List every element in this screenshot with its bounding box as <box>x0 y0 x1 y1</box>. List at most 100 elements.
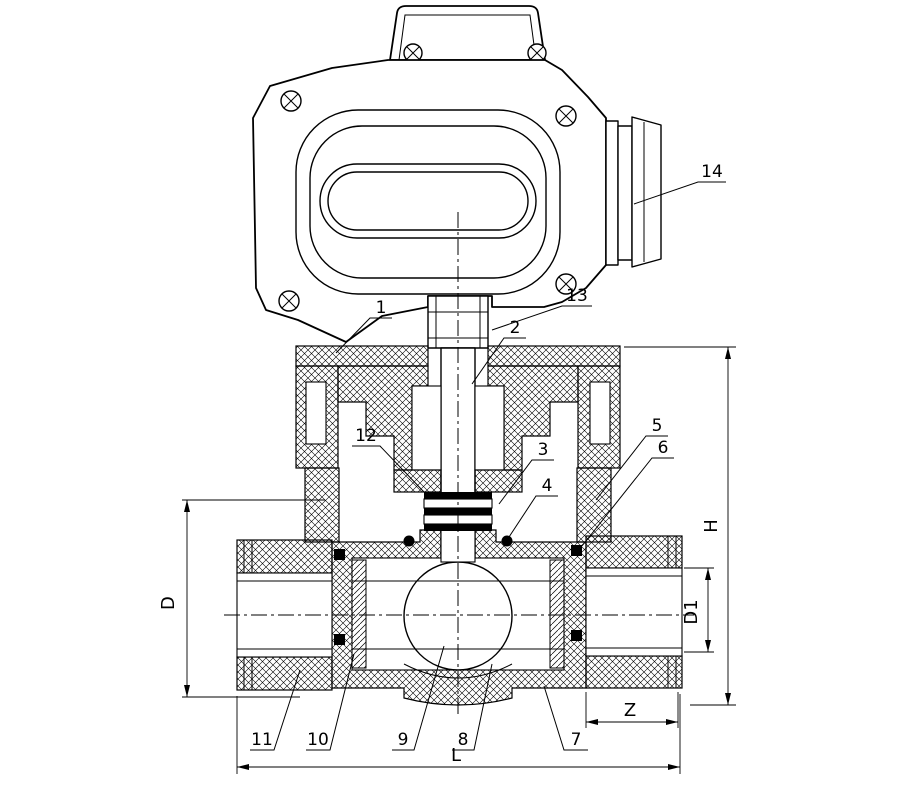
union-nut-right <box>571 535 683 689</box>
callout-1: 1 <box>335 298 392 354</box>
neck-oring-right <box>501 535 513 547</box>
callout-14: 14 <box>633 162 726 205</box>
callout-3: 3 <box>498 440 554 505</box>
leader-line <box>250 669 301 751</box>
bonnet-left-pocket <box>411 385 442 471</box>
arrowhead <box>725 693 731 705</box>
cap-screw-right-icon <box>527 43 547 63</box>
connector-end-cap <box>631 116 662 268</box>
bonnet-left-column <box>304 467 340 543</box>
leader-line <box>581 457 674 547</box>
leader-line <box>306 653 355 751</box>
callout-2: 2 <box>471 318 526 385</box>
actuator-housing <box>252 5 662 343</box>
bonnet-right <box>474 345 621 543</box>
window-ring-middle <box>309 125 547 279</box>
arrowhead <box>725 347 731 359</box>
arrowhead <box>237 764 249 770</box>
bonnet-right-pocket <box>474 385 505 471</box>
left-oring-bottom <box>334 634 345 645</box>
bonnet-left-top-plate <box>295 345 429 367</box>
leader-line <box>471 337 526 385</box>
callout-5: 5 <box>595 416 668 501</box>
right-oring-bottom <box>571 630 582 641</box>
leader-line <box>498 459 554 505</box>
arrowhead <box>705 640 711 652</box>
callout-4: 4 <box>508 476 558 538</box>
window-pill-inner <box>327 171 529 231</box>
dimension-D1: D1 <box>681 567 714 653</box>
dim-label-Z: Z <box>624 700 636 721</box>
dim-label-D: D <box>158 596 179 610</box>
dimension-H: H <box>624 346 736 706</box>
callout-6: 6 <box>581 438 674 547</box>
right-oring-top <box>571 545 582 556</box>
callout-10: 10 <box>306 653 355 751</box>
bonnet-right-flange <box>474 469 523 493</box>
right-nut-bottom-band <box>585 655 683 689</box>
actuator-window <box>295 109 561 295</box>
arrowhead <box>668 764 680 770</box>
left-nut-bottom-band <box>236 656 333 691</box>
callout-label: 9 <box>398 730 409 750</box>
leader-line <box>335 317 392 354</box>
connector-barrel <box>617 125 633 261</box>
leader-line <box>633 181 726 205</box>
callout-12: 12 <box>352 426 425 493</box>
leader-line <box>543 685 588 751</box>
leader-line <box>352 445 425 493</box>
bonnet-left-flange <box>393 469 442 493</box>
valve-body <box>331 527 587 706</box>
callout-label: 14 <box>701 162 723 182</box>
bonnet-left-ear-slot <box>305 381 327 445</box>
dim-label-L: L <box>451 745 461 766</box>
callout-label: 10 <box>307 730 329 750</box>
callout-7: 7 <box>543 685 588 751</box>
callout-label: 4 <box>542 476 553 496</box>
dim-label-D1: D1 <box>681 599 702 624</box>
right-port-bore <box>585 567 683 657</box>
arrowhead <box>184 685 190 697</box>
callout-label: 13 <box>566 286 588 306</box>
cap-outline <box>389 5 546 61</box>
neck-oring-left <box>403 535 415 547</box>
corner-screw-top-right-icon <box>555 105 577 127</box>
callout-label: 6 <box>658 438 669 458</box>
window-pill-outer <box>319 163 537 239</box>
stem-seal <box>424 524 492 531</box>
callout-label: 5 <box>652 416 663 436</box>
corner-screw-bottom-left-icon <box>278 290 300 312</box>
seat-ring-left <box>351 559 367 669</box>
dim-label-H: H <box>701 519 722 533</box>
arrowhead <box>586 719 598 725</box>
seat-ring-right <box>549 559 565 669</box>
left-nut-top-band <box>236 539 333 574</box>
cap-inner-line <box>398 14 537 61</box>
leader-line <box>595 435 668 501</box>
left-oring-top <box>334 549 345 560</box>
callout-13: 13 <box>491 286 592 331</box>
callout-label: 11 <box>251 730 273 750</box>
bonnet-right-ear-slot <box>589 381 611 445</box>
arrowhead <box>184 500 190 512</box>
leader-line <box>508 495 558 538</box>
callout-label: 1 <box>376 298 387 318</box>
callout-label: 3 <box>538 440 549 460</box>
callout-label: 12 <box>355 426 377 446</box>
bonnet-right-top-plate <box>487 345 621 367</box>
leader-line <box>392 645 445 751</box>
right-nut-top-band <box>585 535 683 569</box>
callout-label: 2 <box>510 318 521 338</box>
corner-screw-top-left-icon <box>280 90 302 112</box>
connector-flange <box>605 120 619 266</box>
dimension-L: L <box>236 694 681 774</box>
bonnet-right-column <box>576 467 612 543</box>
electrical-connector <box>605 116 662 268</box>
corner-screw-bottom-right-icon <box>555 273 577 295</box>
callout-8: 8 <box>452 663 493 751</box>
dimension-D: D <box>158 499 325 698</box>
leader-line <box>452 663 493 751</box>
window-ring-outer <box>295 109 561 295</box>
